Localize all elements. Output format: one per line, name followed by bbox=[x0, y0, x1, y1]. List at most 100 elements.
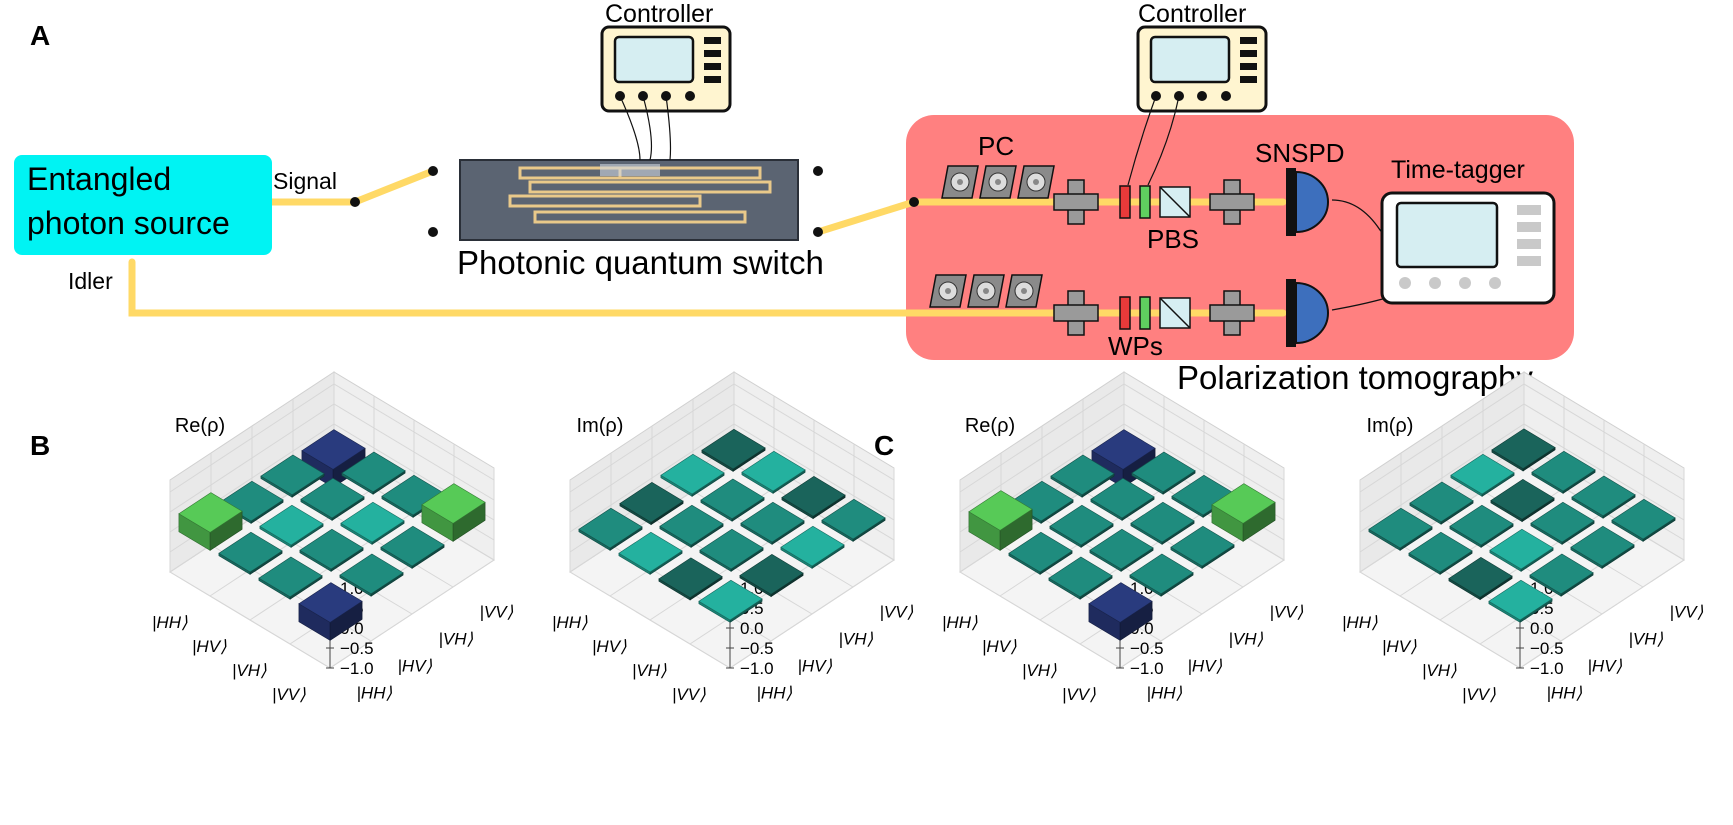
collimators bbox=[1053, 179, 1255, 336]
z-tick-label: −0.5 bbox=[1530, 639, 1564, 658]
time-tagger-label: Time-tagger bbox=[1391, 156, 1525, 184]
bar bbox=[1449, 504, 1514, 548]
bar bbox=[1170, 525, 1235, 569]
bar bbox=[1131, 451, 1196, 495]
bar bbox=[1490, 479, 1555, 523]
snspd-label: SNSPD bbox=[1255, 138, 1345, 168]
bar bbox=[619, 482, 684, 526]
bar bbox=[298, 582, 363, 641]
grid-line bbox=[1359, 383, 1685, 493]
grid-line bbox=[959, 423, 1285, 533]
basis-y-label: |HV⟩ bbox=[398, 657, 433, 676]
signal-label: Signal bbox=[273, 168, 337, 194]
z-tick-label: −1.0 bbox=[1530, 659, 1564, 678]
bar bbox=[1088, 582, 1153, 641]
density-matrix-plots: Re(ρ)1.00.50.0−0.5−1.0|HH⟩|HV⟩|VH⟩|VV⟩|H… bbox=[152, 371, 1704, 704]
snspd-detectors bbox=[1286, 168, 1439, 347]
polarization-controller-bottom bbox=[929, 274, 1043, 308]
grid-line bbox=[1359, 423, 1685, 533]
basis-x-label: |HH⟩ bbox=[942, 613, 978, 632]
bar bbox=[1049, 504, 1114, 548]
bar bbox=[781, 476, 846, 520]
z-tick-label: −0.5 bbox=[340, 639, 374, 658]
bar bbox=[260, 454, 325, 498]
bar bbox=[1130, 501, 1195, 545]
bar bbox=[300, 477, 365, 521]
z-tick-label: 0.0 bbox=[1530, 619, 1554, 638]
basis-y-label: |VH⟩ bbox=[1629, 630, 1664, 649]
waveplates-top bbox=[1119, 185, 1151, 219]
bar bbox=[1091, 429, 1156, 488]
basis-x-label: |HV⟩ bbox=[1382, 637, 1417, 656]
bar bbox=[1448, 557, 1513, 601]
controller-right-label: Controller bbox=[1138, 0, 1246, 28]
basis-y-label: |HH⟩ bbox=[1547, 684, 1583, 703]
polarization-controller-top bbox=[941, 165, 1055, 199]
idler-label: Idler bbox=[68, 268, 113, 294]
controller-left bbox=[600, 25, 732, 161]
panel-label-c: C bbox=[874, 430, 894, 461]
basis-y-label: |HH⟩ bbox=[357, 684, 393, 703]
tomography-label: Polarization tomography bbox=[1177, 359, 1533, 396]
bar bbox=[1368, 507, 1433, 551]
plot-1: Re(ρ)1.00.50.0−0.5−1.0|HH⟩|HV⟩|VH⟩|VV⟩|H… bbox=[152, 371, 514, 704]
bar bbox=[968, 490, 1033, 551]
bar bbox=[1211, 483, 1276, 542]
panel-label-b: B bbox=[30, 430, 50, 461]
bar bbox=[301, 429, 366, 488]
basis-y-label: |HV⟩ bbox=[798, 657, 833, 676]
plot-title: Re(ρ) bbox=[965, 415, 1015, 437]
bar bbox=[578, 507, 643, 551]
z-tick-label: −1.0 bbox=[1130, 659, 1164, 678]
basis-x-label: |VH⟩ bbox=[1022, 661, 1057, 680]
bar bbox=[1008, 531, 1073, 575]
z-tick-label: −1.0 bbox=[740, 659, 774, 678]
pbs-label: PBS bbox=[1147, 224, 1199, 254]
plot-2: Im(ρ)1.00.50.0−0.5−1.0|HH⟩|HV⟩|VH⟩|VV⟩|H… bbox=[552, 371, 914, 704]
basis-x-label: |HV⟩ bbox=[982, 637, 1017, 656]
bar bbox=[658, 557, 723, 601]
grid-line bbox=[959, 383, 1285, 493]
plot-3: Re(ρ)1.00.50.0−0.5−1.0|HH⟩|HV⟩|VH⟩|VV⟩|H… bbox=[942, 371, 1304, 704]
bar bbox=[1489, 528, 1554, 572]
bar bbox=[699, 528, 764, 572]
bar bbox=[1571, 475, 1636, 519]
basis-y-label: |HV⟩ bbox=[1588, 657, 1623, 676]
wps-label: WPs bbox=[1108, 331, 1163, 361]
bar bbox=[259, 504, 324, 548]
bar bbox=[618, 531, 683, 575]
bar bbox=[1450, 453, 1515, 497]
basis-x-label: |HV⟩ bbox=[192, 637, 227, 656]
z-tick-label: 0.0 bbox=[740, 619, 764, 638]
bar bbox=[1408, 531, 1473, 575]
grid-line bbox=[569, 423, 895, 533]
bar bbox=[1409, 481, 1474, 525]
basis-y-label: |VV⟩ bbox=[880, 603, 914, 622]
bar bbox=[741, 450, 806, 494]
bar bbox=[1129, 553, 1194, 597]
basis-x-label: |VV⟩ bbox=[1062, 685, 1096, 704]
time-tagger bbox=[1380, 191, 1556, 305]
basis-x-label: |HH⟩ bbox=[552, 613, 588, 632]
basis-x-label: |VV⟩ bbox=[272, 685, 306, 704]
controller-right bbox=[1127, 25, 1268, 186]
switch-label: Photonic quantum switch bbox=[457, 244, 824, 281]
source-label-line1: Entangled bbox=[27, 161, 171, 197]
bar bbox=[821, 498, 886, 542]
bar bbox=[218, 531, 283, 575]
controller-left-label: Controller bbox=[605, 0, 713, 28]
panel-a: A Entangled photon source Signal Idler bbox=[14, 0, 1574, 396]
bar bbox=[340, 501, 405, 545]
bar bbox=[1491, 428, 1556, 472]
source-label-line2: photon source bbox=[27, 205, 230, 241]
basis-x-label: |VV⟩ bbox=[1462, 685, 1496, 704]
bar bbox=[1089, 528, 1154, 572]
basis-x-label: |VH⟩ bbox=[1422, 661, 1457, 680]
bar bbox=[660, 453, 725, 497]
entangled-photon-source bbox=[14, 155, 272, 255]
grid-line bbox=[569, 383, 895, 493]
bar bbox=[258, 556, 323, 600]
basis-x-label: |HH⟩ bbox=[152, 613, 188, 632]
plot-4: Im(ρ)1.00.50.0−0.5−1.0|HH⟩|HV⟩|VH⟩|VV⟩|H… bbox=[1342, 371, 1704, 704]
grid-line bbox=[169, 423, 495, 533]
